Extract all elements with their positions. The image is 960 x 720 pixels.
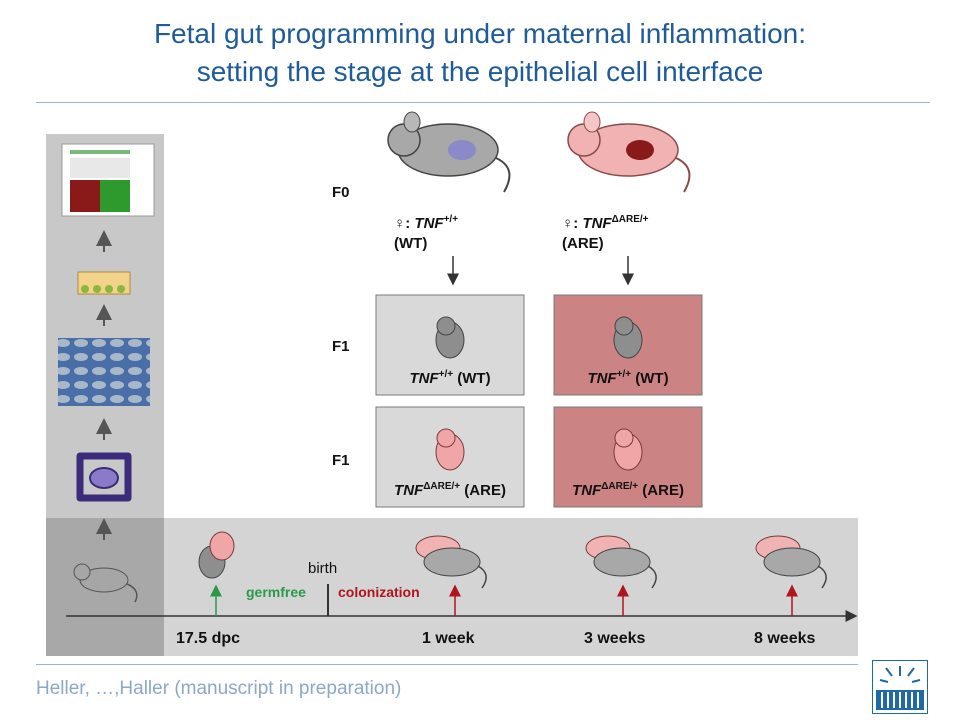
mice-pair-3-weeks-icon [585, 535, 657, 589]
embryo-grey-icon-2 [613, 316, 643, 359]
footer-divider [36, 664, 858, 665]
caption-are-are-box: TNFΔARE/+ (ARE) [572, 481, 684, 499]
wt-mother-mouse-icon [387, 111, 511, 193]
mouse-icon [73, 563, 138, 603]
caption-are-wt-box: TNF+/+ (WT) [587, 369, 669, 387]
birth-label: birth [308, 560, 338, 577]
germfree-label: germfree [246, 584, 306, 600]
tick-label-17-5-dpc: 17.5 dpc [176, 630, 241, 647]
epithelial-cells-icon [77, 271, 131, 295]
embryo-pink-icon-1 [435, 428, 465, 471]
mother-wt-genotype: ♀: TNF+/+ (WT) [394, 214, 459, 252]
mother-are-genotype: ♀: TNFΔARE/+ (ARE) [562, 214, 649, 252]
generation-label-f0: F0 [332, 184, 350, 201]
heatmap-icon [61, 143, 155, 217]
slide-title-line-2: setting the stage at the epithelial cell… [196, 56, 764, 87]
tick-label-8-weeks: 8 weeks [754, 630, 816, 647]
citation-footer: Heller, …,Haller (manuscript in preparat… [36, 678, 402, 699]
mice-pair-8-weeks-icon [755, 535, 827, 589]
embryo-grey-icon-1 [435, 316, 465, 359]
caption-wt-are-box: TNFΔARE/+ (ARE) [394, 481, 506, 499]
title-divider [36, 102, 930, 103]
generation-label-f1-are: F1 [332, 452, 350, 469]
slide-title-line-1: Fetal gut programming under maternal inf… [153, 18, 807, 49]
fetus-pair-icon [198, 531, 235, 579]
tick-label-3-weeks: 3 weeks [584, 630, 646, 647]
embryo-pink-icon-2 [613, 428, 643, 471]
intestine-icon [76, 452, 132, 502]
colonization-label: colonization [338, 584, 420, 600]
mice-pair-1-week-icon [415, 535, 487, 589]
tissue-section-icon [58, 338, 150, 406]
tick-label-1-week: 1 week [422, 630, 475, 647]
generation-label-f1-wt: F1 [332, 338, 350, 355]
institution-logo-icon [872, 660, 928, 714]
are-mother-mouse-icon [567, 111, 691, 193]
caption-wt-wt-box: TNF+/+ (WT) [409, 369, 491, 387]
